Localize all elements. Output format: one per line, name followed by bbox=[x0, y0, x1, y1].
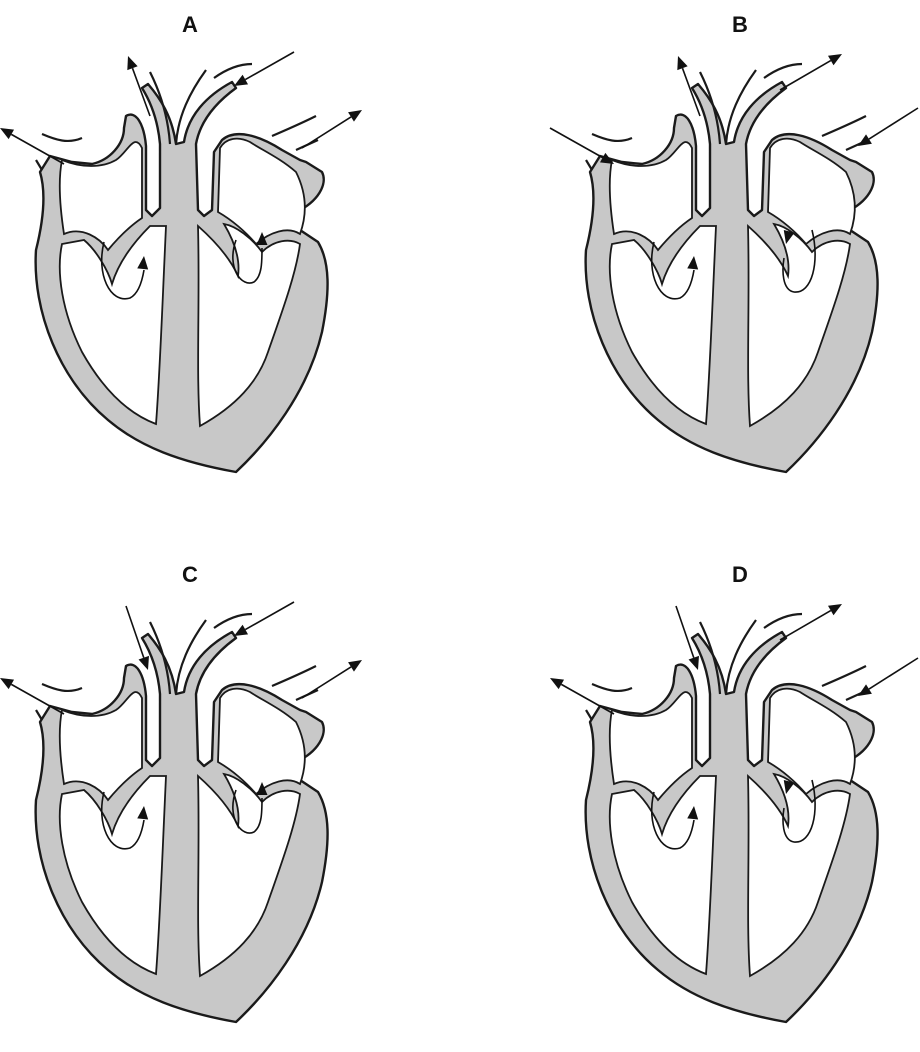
diagram-panel-b: B bbox=[550, 12, 920, 502]
flow-arrow-far-right-vessel bbox=[302, 660, 362, 698]
heart-diagram-d bbox=[550, 562, 920, 1052]
flow-arrow-right-vessel bbox=[780, 54, 842, 90]
flow-arrow-left-vessel bbox=[0, 128, 64, 164]
flow-arrow-right-vessel bbox=[780, 604, 842, 640]
flow-arrow-left-vessel bbox=[550, 128, 614, 164]
heart-diagram-c bbox=[0, 562, 380, 1052]
flow-arrow-right-vessel bbox=[234, 52, 294, 86]
diagram-panel-c: C bbox=[0, 562, 380, 1052]
flow-arrow-left-vessel bbox=[550, 678, 614, 714]
flow-arrow-right-vessel bbox=[234, 602, 294, 636]
flow-arrow-far-right-vessel bbox=[858, 658, 918, 696]
diagram-panel-a: A bbox=[0, 12, 380, 502]
flow-arrow-left-vessel bbox=[0, 678, 64, 714]
flow-arrow-far-right-vessel bbox=[858, 108, 918, 146]
flow-arrow-far-right-vessel bbox=[302, 110, 362, 148]
heart-diagram-b bbox=[550, 12, 920, 502]
heart-diagram-a bbox=[0, 12, 380, 502]
diagram-panel-d: D bbox=[550, 562, 920, 1052]
